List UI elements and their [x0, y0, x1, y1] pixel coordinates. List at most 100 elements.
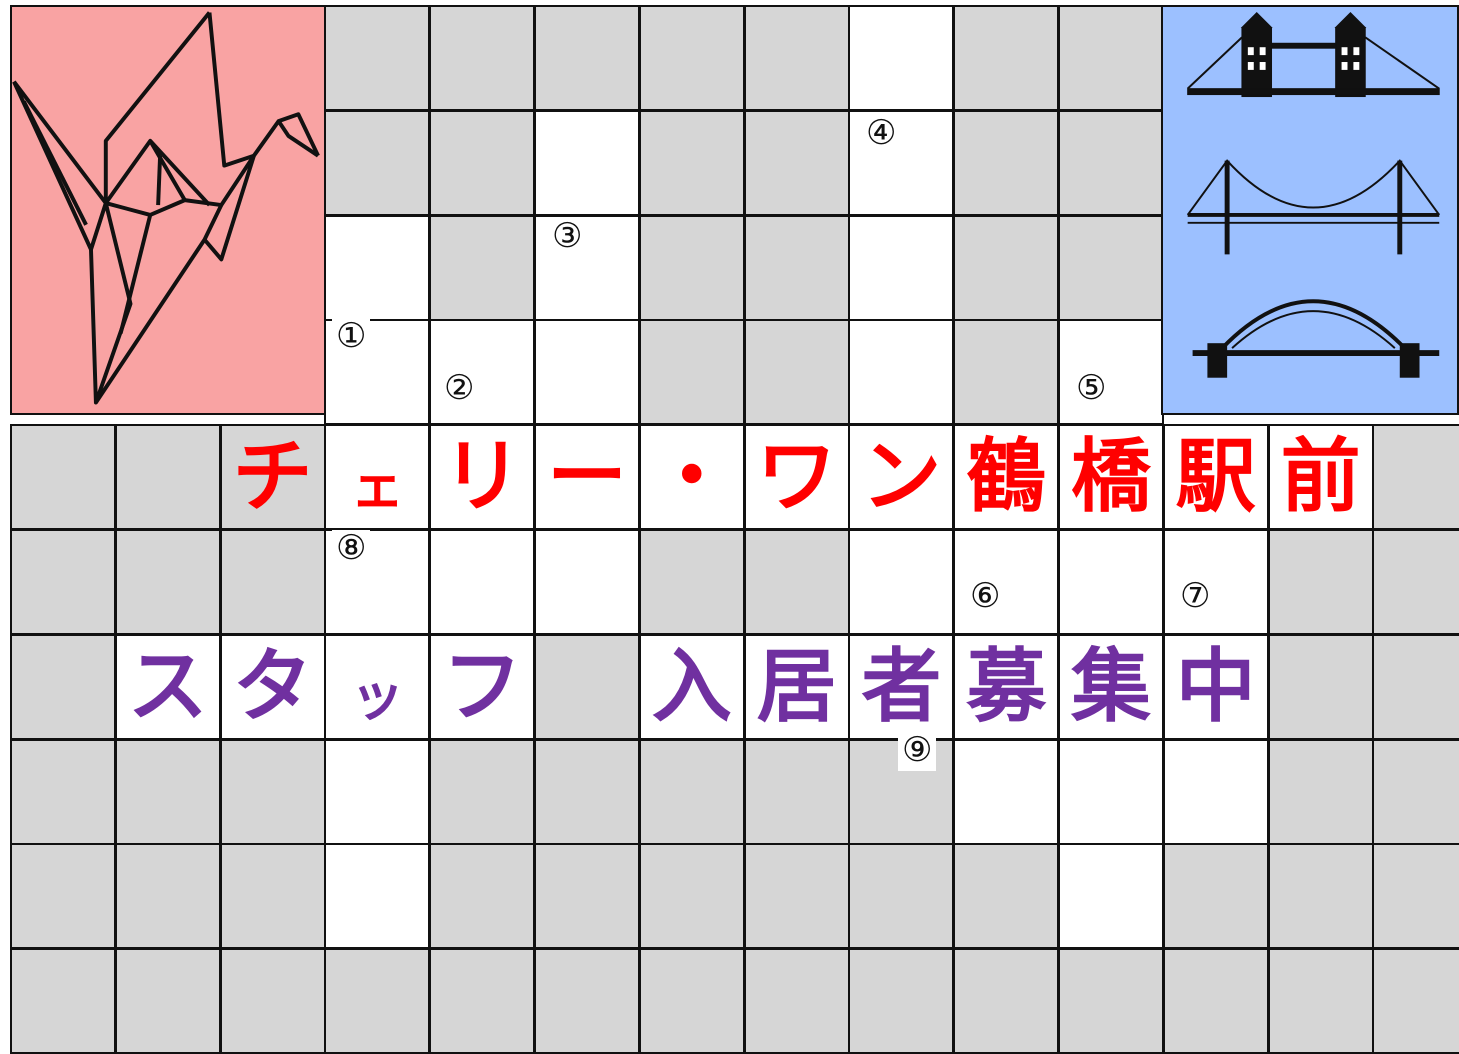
grid-cell: [743, 5, 850, 111]
grid-cell: [1058, 109, 1164, 216]
purple-text-char: 居: [756, 639, 837, 733]
bridges-icon: [1186, 11, 1441, 378]
grid-cell[interactable]: [324, 214, 431, 321]
grid-cell[interactable]: [534, 529, 640, 635]
page-margin: [0, 0, 10, 1032]
red-text-char: チ: [232, 430, 313, 524]
red-text-char: 駅: [1175, 430, 1256, 524]
grid-cell: [638, 5, 745, 111]
clue-number: ⑧: [332, 530, 371, 569]
clue-number: ③: [548, 218, 587, 257]
grid-cell: [638, 214, 745, 321]
grid-cell: [953, 214, 1060, 321]
red-text-char: リ: [442, 430, 523, 524]
grid-cell: [743, 529, 850, 635]
grid-cell: [1162, 843, 1269, 950]
purple-text-char: 中: [1175, 639, 1256, 733]
grid-cell: [1058, 214, 1164, 321]
grid-cell: [324, 109, 431, 216]
purple-text-char: 集: [1071, 639, 1151, 733]
grid-cell: [1267, 529, 1374, 635]
grid-cell: [219, 738, 326, 845]
grid-cell[interactable]: [848, 529, 955, 635]
grid-cell: [848, 843, 955, 950]
red-text-char: 橋: [1071, 430, 1151, 524]
grid-cell: [10, 529, 116, 635]
grid-cell: [10, 633, 116, 740]
grid-cell: [534, 843, 640, 950]
grid-cell: [534, 948, 640, 1054]
grid-cell: [429, 738, 536, 845]
grid-cell[interactable]: [324, 633, 431, 740]
grid-cell: [219, 424, 326, 531]
grid-cell: [114, 843, 221, 950]
grid-cell[interactable]: [1058, 633, 1164, 740]
purple-text-char: ッ: [350, 664, 405, 728]
grid-cell: [1267, 738, 1374, 845]
clue-number: ⑨: [898, 732, 937, 771]
grid-cell[interactable]: [953, 424, 1060, 531]
clue-number: ⑤: [1072, 370, 1111, 409]
grid-cell[interactable]: [1162, 738, 1269, 845]
grid-cell[interactable]: [848, 424, 955, 531]
grid-cell: [638, 109, 745, 216]
grid-cell: [534, 633, 640, 740]
bridges-panel: [1161, 5, 1459, 415]
purple-text-char: 募: [966, 639, 1047, 733]
grid-cell: [743, 109, 850, 216]
grid-cell: [10, 843, 116, 950]
grid-cell: [114, 529, 221, 635]
grid-cell[interactable]: [848, 5, 955, 111]
grid-cell[interactable]: [429, 633, 536, 740]
grid-cell: [1372, 633, 1459, 740]
grid-cell[interactable]: [1058, 738, 1164, 845]
grid-cell[interactable]: [324, 843, 431, 950]
grid-cell: [534, 5, 640, 111]
grid-cell: [638, 738, 745, 845]
purple-text-char: タ: [232, 639, 313, 733]
clue-number: ②: [440, 370, 479, 409]
clue-number: ⑥: [966, 578, 1005, 617]
grid-cell[interactable]: [534, 109, 640, 216]
grid-cell: [953, 109, 1060, 216]
grid-cell: [953, 843, 1060, 950]
origami-crane-icon: [12, 11, 320, 405]
grid-cell: [638, 948, 745, 1054]
grid-cell: [324, 948, 431, 1054]
grid-cell: [219, 948, 326, 1054]
grid-cell[interactable]: [324, 424, 431, 531]
grid-cell[interactable]: [1267, 424, 1374, 531]
red-text-char: 鶴: [966, 430, 1047, 524]
red-text-char: ー: [547, 430, 627, 524]
grid-cell: [953, 5, 1060, 111]
purple-text-char: ス: [127, 639, 208, 733]
grid-cell[interactable]: [848, 319, 955, 426]
grid-cell[interactable]: [219, 633, 326, 740]
grid-cell: [743, 948, 850, 1054]
grid-cell[interactable]: [534, 319, 640, 426]
grid-cell: [638, 529, 745, 635]
red-text-char: ェ: [350, 455, 405, 519]
grid-cell: [638, 843, 745, 950]
purple-text-char: フ: [442, 639, 523, 733]
grid-cell: [638, 319, 745, 426]
grid-cell[interactable]: [1058, 529, 1164, 635]
grid-cell: [219, 529, 326, 635]
grid-cell: [534, 738, 640, 845]
grid-cell[interactable]: [1058, 843, 1164, 950]
grid-cell[interactable]: [429, 529, 536, 635]
grid-cell: [114, 948, 221, 1054]
grid-cell[interactable]: [848, 214, 955, 321]
grid-cell: [429, 5, 536, 111]
purple-text-char: 者: [861, 639, 942, 733]
grid-cell[interactable]: [534, 424, 640, 531]
grid-cell: [1372, 529, 1459, 635]
grid-cell: [114, 424, 221, 531]
grid-cell: [743, 738, 850, 845]
grid-cell: [848, 948, 955, 1054]
grid-cell: [219, 843, 326, 950]
grid-cell[interactable]: [953, 738, 1060, 845]
grid-cell: [429, 948, 536, 1054]
grid-cell[interactable]: [324, 738, 431, 845]
grid-cell: [1058, 948, 1164, 1054]
